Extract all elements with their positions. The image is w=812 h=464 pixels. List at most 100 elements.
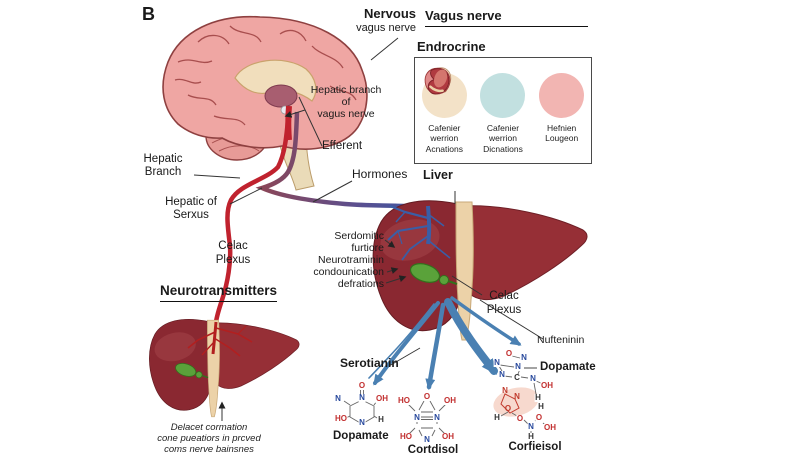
nervous-pointer xyxy=(370,37,399,61)
endocrine-organ-icon xyxy=(427,68,585,118)
endocrine-item-1-label: Cafenier werrion Acnations xyxy=(426,123,463,154)
cortdisol-atom: O xyxy=(423,392,431,401)
celac-right-pointer xyxy=(451,275,483,296)
label-line: condounication xyxy=(313,266,384,279)
hepatic-artery-tree xyxy=(187,321,253,357)
cortdisol-atom: N xyxy=(423,435,431,444)
arrow-to-corfieisol xyxy=(444,298,498,375)
label-line: Hepatic xyxy=(143,153,183,165)
corfieisol-atom: O xyxy=(504,404,512,413)
label-line: Plexus xyxy=(486,303,522,316)
label-line: Cafenier xyxy=(486,123,520,133)
arrow-to-cortdisol xyxy=(425,302,446,390)
gyri-lines xyxy=(174,25,357,126)
serdomitic-arrow xyxy=(384,239,396,248)
label-line: Neurotraminin xyxy=(318,254,384,266)
cortdisol-atom: HO xyxy=(397,396,411,405)
label-line: Hefnien xyxy=(546,123,577,133)
hepatic-branch-label: Hepatic Branch xyxy=(144,153,183,179)
celac-plexus-right-label: Celac Plexus xyxy=(487,290,522,318)
hepatic-artery-path xyxy=(213,107,292,323)
brainstem-artery xyxy=(285,105,292,141)
label-line: werrion xyxy=(489,133,517,144)
cortdisol-atom: N xyxy=(433,413,441,422)
neurotransmitters-heading: Neurotransmitters xyxy=(160,283,278,302)
endocrine-inset-box: Cafenier werrion Acnations Cafenier werr… xyxy=(414,57,592,164)
corfieisol-atom: N xyxy=(529,374,537,383)
thalamus xyxy=(264,84,298,108)
neurotraminin-label: Neurotraminin condounication defrations xyxy=(264,254,384,290)
vagus-nerve-heading: Vagus nerve xyxy=(425,8,588,27)
dopamate-atom: H xyxy=(377,415,385,424)
endocrine-item-2: Cafenier werrion Dicnations xyxy=(424,67,531,154)
corfieisol-atom: C xyxy=(513,373,521,382)
label-line: vagus nerve xyxy=(317,108,375,121)
serdomitic-label: Serdomitic furtiore xyxy=(274,230,384,254)
label-line: furtiore xyxy=(351,242,384,255)
label-line: Plexus xyxy=(215,253,251,266)
corfieisol-atom: OH xyxy=(540,381,554,390)
corfieisol-atom: N xyxy=(527,422,535,431)
corfieisol-label: Corfieisol xyxy=(508,441,562,453)
label-line: Hepatic of xyxy=(165,196,217,208)
corfieisol-atom: H xyxy=(493,413,501,422)
dopamate-atom: HO xyxy=(334,414,348,423)
arrow-to-dopamate-top xyxy=(450,296,522,346)
caption-line: coms nerve bainsnes xyxy=(164,444,254,456)
label-line: of xyxy=(341,96,351,109)
nervous-title: Nervous xyxy=(363,6,416,21)
arrow-serotianin xyxy=(368,303,435,379)
label-line: Acnations xyxy=(425,143,463,154)
brain-coronal-icon xyxy=(424,67,526,118)
label-line: Celac xyxy=(489,290,519,302)
endocrine-heading: Endrocrine xyxy=(417,39,486,54)
liver-label: Liver xyxy=(423,168,453,182)
label-line: Hepatic branch xyxy=(310,84,382,96)
endocrine-item-2-label: Cafenier werrion Dicnations xyxy=(483,123,523,154)
hepatic-serxus-label: Hepatic of Serxus xyxy=(165,196,217,222)
label-line: defrations xyxy=(337,278,384,291)
corfieisol-atom: N xyxy=(502,386,508,395)
dopamate-atom: OH xyxy=(375,394,389,403)
panel-label: B xyxy=(142,4,155,24)
portal-vein-tree xyxy=(387,204,451,261)
label-line: Dicnations xyxy=(483,143,523,154)
hormones-pointer xyxy=(312,180,353,203)
dopamate-atom: N xyxy=(358,393,366,402)
nervous-label: Nervous vagus nerve xyxy=(330,6,416,35)
label-line: Serxus xyxy=(173,209,209,222)
caption-line: Delacet cormation xyxy=(170,422,248,433)
efferent-label: Efferent xyxy=(322,140,363,152)
label-line: Branch xyxy=(144,166,182,179)
label-line: Serdomitic xyxy=(334,230,384,242)
defrations-arrow xyxy=(385,275,407,284)
corfieisol-atom: N xyxy=(520,353,528,362)
caption-line: cone pueatiors in prcved xyxy=(157,433,261,445)
endocrine-item-3: Hefnien Lougeon xyxy=(427,68,590,144)
nervous-subtitle: vagus nerve xyxy=(356,21,416,34)
serotianin-label: Serotianin xyxy=(340,356,399,370)
corfieisol-atom: O xyxy=(516,414,524,423)
dopamate-bottom-label: Dopamate xyxy=(333,430,389,442)
label-line: Cafenier xyxy=(428,123,461,133)
cortdisol-label: Cortdisol xyxy=(407,444,459,456)
label-line: werrion xyxy=(430,133,459,144)
corfieisol-atom: H xyxy=(527,432,535,441)
brain-illustration xyxy=(162,15,368,191)
nufteninin-pointer xyxy=(479,299,544,340)
corfieisol-atom: O xyxy=(535,413,543,422)
dopamate-atom: N xyxy=(334,394,342,403)
hepatic-serxus-pointer xyxy=(229,187,263,205)
celac-plexus-left-label: Celac Plexus xyxy=(216,240,251,268)
hepatic-branch-vagus-label: Hepatic branch of vagus nerve xyxy=(311,84,382,120)
small-liver-illustration xyxy=(148,318,300,418)
label-line: Celac xyxy=(218,240,248,252)
hormones-label: Hormones xyxy=(352,167,408,181)
dopamate-atom: N xyxy=(358,418,366,427)
corfieisol-atom: N xyxy=(498,370,506,379)
endocrine-item-3-label: Hefnien Lougeon xyxy=(545,123,578,144)
condounication-arrow xyxy=(386,267,399,274)
main-liver-illustration xyxy=(372,199,589,341)
